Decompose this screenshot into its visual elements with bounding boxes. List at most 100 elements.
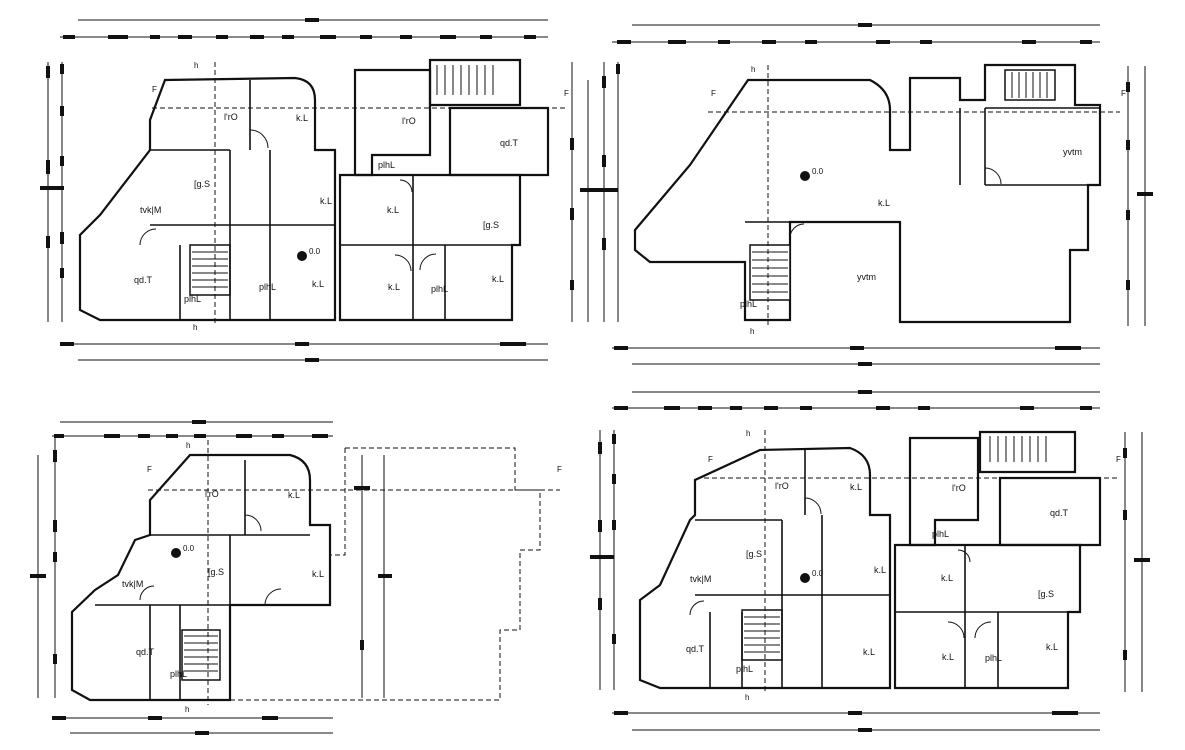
floor-plan-bottom-right: l'rO k.L l'rO qd.T [g.S k.L tvk|M plhL k… [590,390,1150,732]
room-label: k.L [878,198,890,208]
room-labels: l'rO k.L l'rO qd.T [g.S k.L tvk|M plhL k… [686,481,1069,674]
section-line [708,65,1120,325]
svg-text:0.0: 0.0 [183,544,195,553]
room-label: k.L [387,205,399,215]
svg-text:0.0: 0.0 [812,569,824,578]
room-label: k.L [863,647,875,657]
room-label: k.L [288,490,300,500]
floor-plan-bottom-left: l'rO k.L [g.S k.L tvk|M qd.T plhL F F h … [30,420,562,735]
dimension-lines-bottom [52,716,333,735]
room-labels: l'rO k.L [g.S k.L tvk|M qd.T plhL [122,489,324,679]
dimension-lines-left [40,62,64,322]
room-label: [g.S [208,567,224,577]
svg-text:F: F [147,465,152,474]
room-label: k.L [312,569,324,579]
room-label: plhL [985,653,1002,663]
svg-text:h: h [185,705,189,714]
svg-text:F: F [557,465,562,474]
svg-text:0.0: 0.0 [812,167,824,176]
room-label: k.L [492,274,504,284]
svg-text:h: h [194,61,198,70]
section-marks: F F h h [711,65,1126,336]
room-label: l'rO [224,112,238,122]
room-label: k.L [1046,642,1058,652]
svg-text:h: h [193,323,197,332]
room-label: k.L [320,196,332,206]
dimension-lines-bottom [612,711,1100,732]
svg-text:F: F [1116,455,1121,464]
section-marks: F F h h [708,429,1121,702]
svg-text:F: F [564,89,569,98]
room-label: tvk|M [140,205,161,215]
room-label: l'rO [402,116,416,126]
room-label: k.L [850,482,862,492]
room-label: tvk|M [122,579,143,589]
dimension-lines-top [612,23,1100,44]
room-label: plhL [431,284,448,294]
level-marker: 0.0 [171,544,195,558]
room-label: k.L [942,652,954,662]
room-label: [g.S [194,179,210,189]
room-label: qd.T [136,647,155,657]
svg-text:F: F [152,85,157,94]
room-label: qd.T [686,644,705,654]
room-label: qd.T [1050,508,1069,518]
dimension-lines-bottom [60,342,548,362]
section-marks: F F h h [152,61,569,332]
dimension-lines-right [1123,432,1150,692]
room-label: k.L [388,282,400,292]
room-label: [g.S [746,549,762,559]
svg-text:0.0: 0.0 [309,247,321,256]
dimension-lines-bottom [612,346,1100,366]
floor-plan-top-left: l'rO k.L [g.S k.L tvk|M k.L [g.S qd.T pl… [40,18,598,362]
dimension-lines-right [354,455,392,698]
dimension-lines-left [594,62,620,322]
level-marker: 0.0 [297,247,321,261]
room-label: l'rO [205,489,219,499]
room-label: plhL [932,529,949,539]
svg-text:h: h [750,327,754,336]
floor-plan-top-right: yvtm k.L yvtm plhL F F h h 0.0 [594,23,1153,366]
section-marks: F F h h [147,441,562,714]
room-label: k.L [312,279,324,289]
room-label: yvtm [857,272,876,282]
level-marker: 0.0 [800,167,824,181]
room-label: plhL [184,294,201,304]
dimension-lines-left [30,436,57,698]
room-labels: l'rO k.L [g.S k.L tvk|M k.L [g.S qd.T pl… [134,112,519,304]
room-label: qd.T [134,275,153,285]
room-label: yvtm [1063,147,1082,157]
level-marker: 0.0 [800,569,824,583]
svg-text:h: h [746,429,750,438]
room-label: plhL [378,160,395,170]
room-label: [g.S [483,220,499,230]
svg-text:F: F [1121,89,1126,98]
room-label: plhL [259,282,276,292]
room-label: qd.T [500,138,519,148]
section-line [148,440,560,705]
section-line [152,62,565,325]
room-label: l'rO [952,483,966,493]
room-label: k.L [296,113,308,123]
room-label: [g.S [1038,589,1054,599]
room-label: plhL [736,664,753,674]
svg-text:h: h [186,441,190,450]
room-label: l'rO [775,481,789,491]
svg-text:h: h [751,65,755,74]
section-line [704,430,1118,692]
room-label: plhL [170,669,187,679]
room-label: tvk|M [690,574,711,584]
svg-text:F: F [711,89,716,98]
dimension-lines-right [570,62,598,322]
room-labels: yvtm k.L yvtm plhL [740,147,1082,309]
svg-text:h: h [745,693,749,702]
room-label: k.L [874,565,886,575]
dimension-lines-right [1126,66,1153,326]
room-label: k.L [941,573,953,583]
svg-text:F: F [708,455,713,464]
dimension-lines-top [52,420,333,438]
dimension-lines-top [612,390,1100,410]
dimension-lines-top [60,18,548,39]
dimension-lines-left [590,430,616,690]
